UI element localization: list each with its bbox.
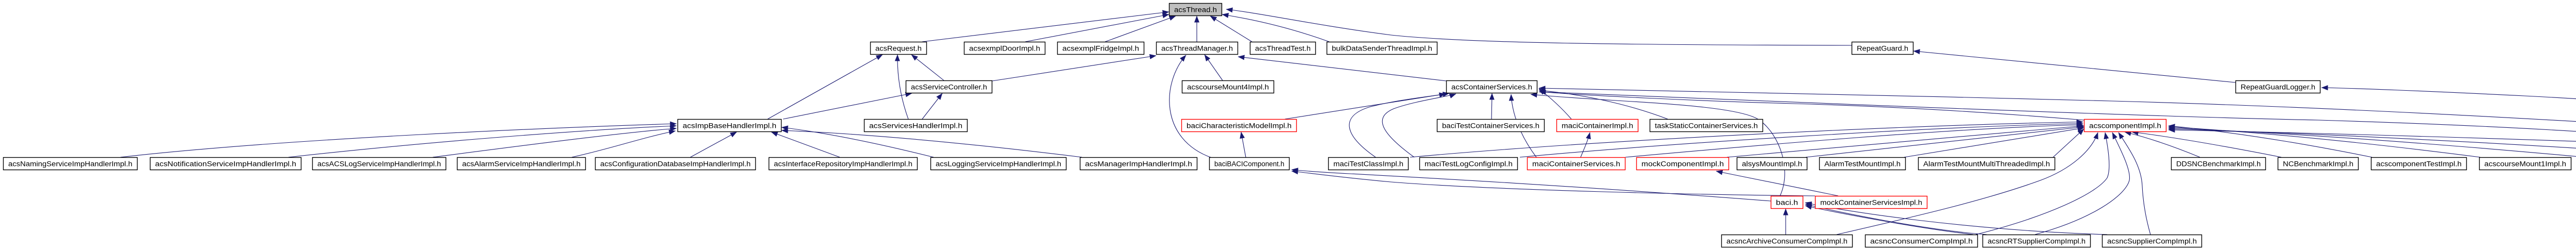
svg-text:maciTestLogConfigImpl.h: maciTestLogConfigImpl.h	[1425, 160, 1513, 169]
svg-text:maciContainerImpl.h: maciContainerImpl.h	[1562, 122, 1633, 130]
svg-text:acsConfigurationDatabaseImpHan: acsConfigurationDatabaseImpHandlerImpl.h	[600, 160, 751, 169]
svg-text:acsRequest.h: acsRequest.h	[875, 45, 922, 53]
svg-text:acsACSLogServiceImpHandlerImpl: acsACSLogServiceImpHandlerImpl.h	[317, 160, 441, 169]
svg-text:AlarmTestMountImpl.h: AlarmTestMountImpl.h	[1824, 160, 1901, 169]
svg-text:acsServicesHandlerImpl.h: acsServicesHandlerImpl.h	[869, 122, 962, 130]
svg-text:acscourseMount4Impl.h: acscourseMount4Impl.h	[1187, 84, 1269, 92]
svg-text:acsNotificationServiceImpHandl: acsNotificationServiceImpHandlerImpl.h	[155, 160, 296, 169]
svg-text:bulkDataSenderThreadImpl.h: bulkDataSenderThreadImpl.h	[1332, 45, 1432, 53]
svg-text:acsLoggingServiceImpHandlerImp: acsLoggingServiceImpHandlerImpl.h	[936, 160, 1061, 169]
svg-text:NCBenchmarkImpl.h: NCBenchmarkImpl.h	[2283, 160, 2353, 169]
svg-text:acsThread.h: acsThread.h	[1174, 6, 1217, 14]
svg-text:DDSNCBenchmarkImpl.h: DDSNCBenchmarkImpl.h	[2176, 160, 2261, 169]
svg-text:RepeatGuardLogger.h: RepeatGuardLogger.h	[2241, 84, 2315, 92]
svg-text:alsysMountImpl.h: alsysMountImpl.h	[1742, 160, 1802, 169]
svg-text:acscomponentTestImpl.h: acscomponentTestImpl.h	[2376, 160, 2462, 169]
svg-text:acsImpBaseHandlerImpl.h: acsImpBaseHandlerImpl.h	[683, 122, 776, 130]
svg-text:baciBACIComponent.h: baciBACIComponent.h	[1214, 160, 1284, 169]
svg-text:RepeatGuard.h: RepeatGuard.h	[1857, 45, 1908, 53]
svg-text:baci.h: baci.h	[1776, 199, 1798, 207]
svg-text:taskStaticContainerServices.h: taskStaticContainerServices.h	[1655, 122, 1758, 130]
svg-text:acsncSupplierCompImpl.h: acsncSupplierCompImpl.h	[2107, 238, 2197, 246]
svg-text:baciTestContainerServices.h: baciTestContainerServices.h	[1442, 122, 1539, 130]
svg-text:acsAlarmServiceImpHandlerImpl.: acsAlarmServiceImpHandlerImpl.h	[462, 160, 581, 169]
svg-text:mockComponentImpl.h: mockComponentImpl.h	[1641, 160, 1724, 169]
svg-text:acsManagerImpHandlerImpl.h: acsManagerImpHandlerImpl.h	[1085, 160, 1192, 169]
svg-text:maciContainerServices.h: maciContainerServices.h	[1532, 160, 1620, 169]
svg-text:acsexmplDoorImpl.h: acsexmplDoorImpl.h	[969, 45, 1040, 53]
svg-text:acsncRTSupplierCompImpl.h: acsncRTSupplierCompImpl.h	[1988, 238, 2086, 246]
svg-text:baciCharacteristicModelImpl.h: baciCharacteristicModelImpl.h	[1187, 122, 1292, 130]
svg-text:acscourseMount1Impl.h: acscourseMount1Impl.h	[2484, 160, 2566, 169]
svg-text:acsContainerServices.h: acsContainerServices.h	[1451, 84, 1532, 92]
svg-text:mockContainerServicesImpl.h: mockContainerServicesImpl.h	[1820, 199, 1922, 207]
svg-text:AlarmTestMountMultiThreadedImp: AlarmTestMountMultiThreadedImpl.h	[1923, 160, 2050, 169]
svg-text:acsThreadTest.h: acsThreadTest.h	[1255, 45, 1311, 53]
svg-text:acsServiceController.h: acsServiceController.h	[911, 84, 987, 92]
svg-text:acscomponentImpl.h: acscomponentImpl.h	[2089, 122, 2161, 130]
svg-text:maciTestClassImpl.h: maciTestClassImpl.h	[1333, 160, 1403, 169]
svg-text:acsThreadManager.h: acsThreadManager.h	[1161, 45, 1233, 53]
svg-text:acsInterfaceRepositoryImpHandl: acsInterfaceRepositoryImpHandlerImpl.h	[774, 160, 912, 169]
svg-text:acsNamingServiceImpHandlerImpl: acsNamingServiceImpHandlerImpl.h	[8, 160, 132, 169]
svg-text:acsncConsumerCompImpl.h: acsncConsumerCompImpl.h	[1870, 238, 1973, 246]
svg-text:acsexmplFridgeImpl.h: acsexmplFridgeImpl.h	[1062, 45, 1139, 53]
svg-text:acsncArchiveConsumerCompImpl.h: acsncArchiveConsumerCompImpl.h	[1726, 238, 1848, 246]
